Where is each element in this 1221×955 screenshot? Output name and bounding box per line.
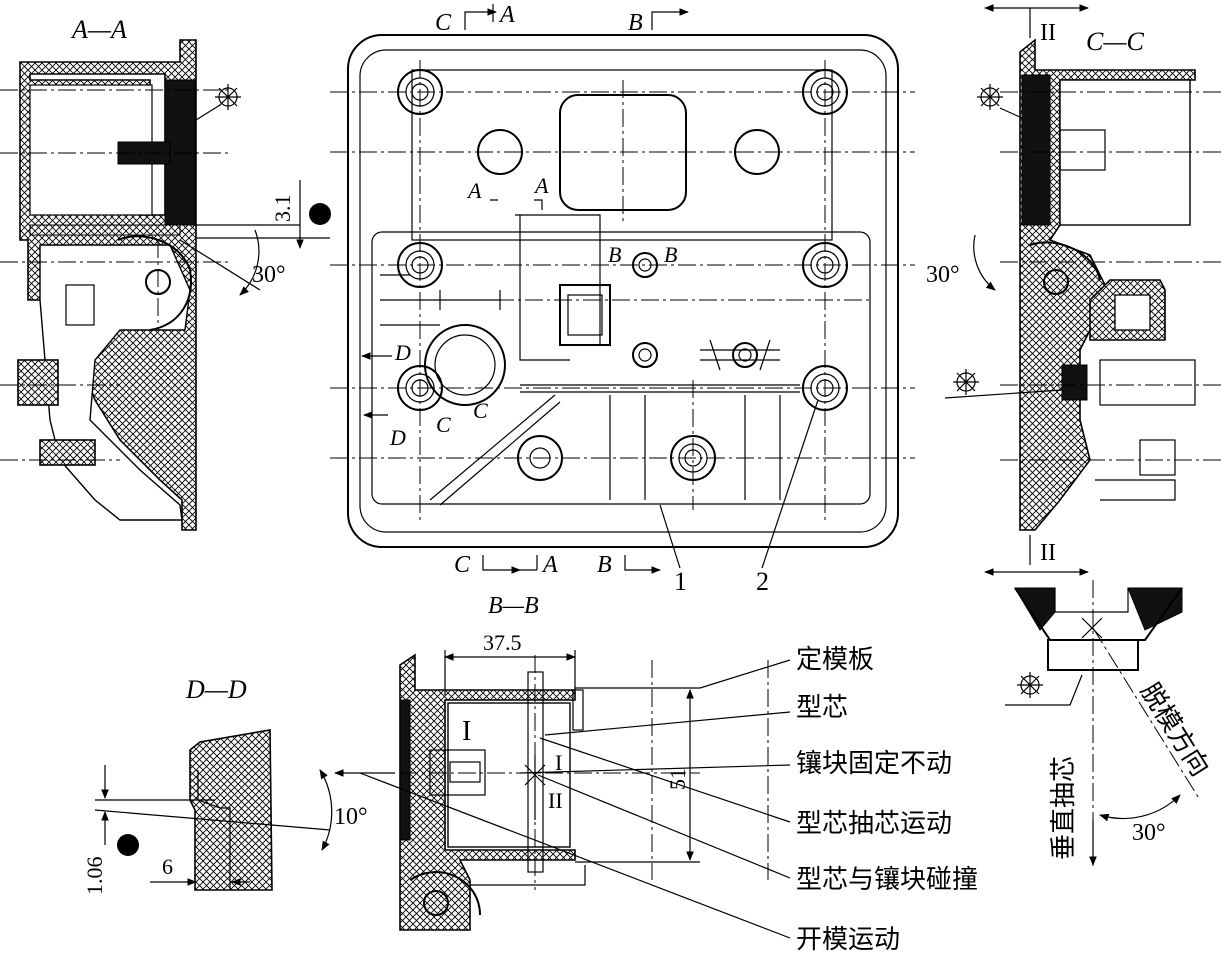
dim-1-06: 1.06: [82, 857, 107, 896]
view-label-c-c: C—C: [1086, 27, 1144, 56]
cc-lower-block: [1099, 359, 1196, 406]
view-d-d: D—D 1.06 6 10°: [82, 675, 368, 895]
dd-datum-dot: [117, 834, 139, 856]
svg-text:A: A: [533, 173, 549, 198]
plan-inner-frame: [359, 49, 887, 533]
bb-pivot-hole: [423, 890, 449, 916]
detail-gate-symbol: [1005, 672, 1083, 706]
svg-text:II: II: [1040, 20, 1056, 46]
cc-black-insert: [1021, 74, 1051, 226]
label-demold-direction: 脱模方向: [1134, 678, 1215, 782]
plan-rail: [520, 384, 800, 393]
dim-10: 10°: [334, 804, 368, 830]
plan-outer-frame: [347, 34, 899, 548]
leader-part-1: [659, 504, 681, 569]
cc-angle-arc: [973, 234, 996, 291]
aa-boss: [17, 359, 59, 406]
view-label-a-a: A—A: [70, 15, 127, 44]
callout-collision: 型芯与镶块碰撞: [796, 865, 978, 895]
detail-left-wedge: [1014, 587, 1056, 631]
aa-datum-dot: [309, 203, 331, 225]
callout-insert-fixed: 镶块固定不动: [796, 749, 952, 779]
dim-3-1: 3.1: [270, 195, 295, 223]
aa-foot: [39, 439, 96, 466]
bb-cam: [409, 871, 481, 916]
view-demold-detail: 30° 垂直抽芯 脱模方向: [1005, 580, 1215, 870]
svg-text:A: A: [466, 178, 482, 203]
cc-gate-symbol-top: [977, 84, 1023, 119]
aa-cam: [117, 235, 192, 331]
aa-mid-rib: [29, 224, 181, 236]
bb-black-plate: [399, 699, 411, 841]
plan-diagonal-rib: [429, 394, 561, 506]
plan-clip: [700, 339, 780, 371]
plan-upper-bay: [411, 69, 833, 241]
callout-core-pull: 型芯抽芯运动: [796, 809, 952, 839]
cc-housing-wall: [1019, 38, 1196, 531]
dim-30-detail: 30°: [1132, 820, 1166, 846]
svg-text:C: C: [454, 552, 471, 578]
plan-large-ring: [424, 324, 506, 406]
svg-text:II: II: [1040, 540, 1056, 566]
plan-lower-bay: [371, 231, 871, 505]
dd-angle-arc: [319, 769, 333, 851]
part-1-label: 1: [674, 567, 687, 596]
plan-ribs: [609, 395, 781, 500]
leader-part-2: [761, 399, 819, 569]
detail-demold-axis: [1092, 627, 1201, 801]
callout-core: 型芯: [796, 693, 848, 723]
plan-section-marks: C A B A A B B D D C C C A B: [361, 2, 689, 578]
svg-text:B: B: [608, 242, 621, 267]
svg-text:B: B: [664, 242, 677, 267]
view-label-d-d: D—D: [185, 675, 247, 704]
svg-text:I: I: [555, 750, 562, 775]
aa-slot: [65, 284, 95, 326]
svg-text:B: B: [628, 10, 643, 36]
dd-section: [189, 729, 273, 891]
dim-37-5: 37.5: [483, 630, 522, 655]
cc-cam: [1029, 241, 1101, 281]
callouts: 定模板 型芯 镶块固定不动 型芯抽芯运动 型芯与镶块碰撞 开模运动: [359, 645, 978, 955]
dim-30-right: 30°: [926, 262, 960, 288]
svg-text:A: A: [498, 2, 515, 28]
dim-51: 51: [665, 768, 690, 790]
view-plan: C A B A A B B D D C C C A B 1 2: [330, 2, 915, 596]
view-c-c: C—C II 30° II: [926, 4, 1221, 576]
dim-30-left: 30°: [252, 262, 286, 288]
view-label-b-b: B—B: [488, 593, 539, 619]
label-vertical-pull: 垂直抽芯: [1049, 756, 1079, 860]
bb-housing-wall: [399, 653, 576, 931]
dim-6: 6: [162, 854, 173, 879]
cc-pin-block: [1059, 129, 1106, 171]
part-2-label: 2: [756, 567, 769, 596]
svg-text:C: C: [436, 412, 451, 437]
svg-text:II: II: [548, 788, 563, 813]
cc-foot: [1095, 479, 1176, 501]
svg-text:C: C: [473, 398, 488, 423]
cc-gate-symbol-mid: [944, 369, 1063, 399]
aa-angle-arc: [239, 229, 260, 296]
cc-pivot-hole: [1043, 269, 1069, 295]
aa-gate-symbol: [195, 84, 241, 121]
svg-text:D: D: [389, 425, 406, 450]
view-a-a: A—A 3.1 30°: [0, 15, 331, 531]
svg-text:I: I: [462, 716, 471, 747]
bb-cavity: [447, 702, 571, 848]
svg-text:B: B: [597, 552, 612, 578]
plan-slider: [559, 284, 611, 346]
plan-linkage: [515, 214, 601, 361]
callout-fixed-plate: 定模板: [796, 645, 874, 675]
svg-text:C: C: [435, 10, 452, 36]
view-b-b: B—B I I II 37.5 51: [334, 593, 769, 931]
detail-right-wedge: [1127, 587, 1183, 631]
svg-text:A: A: [541, 552, 558, 578]
svg-text:D: D: [394, 340, 411, 365]
cc-black-pin: [1061, 364, 1088, 401]
callout-mold-open: 开模运动: [796, 925, 900, 955]
